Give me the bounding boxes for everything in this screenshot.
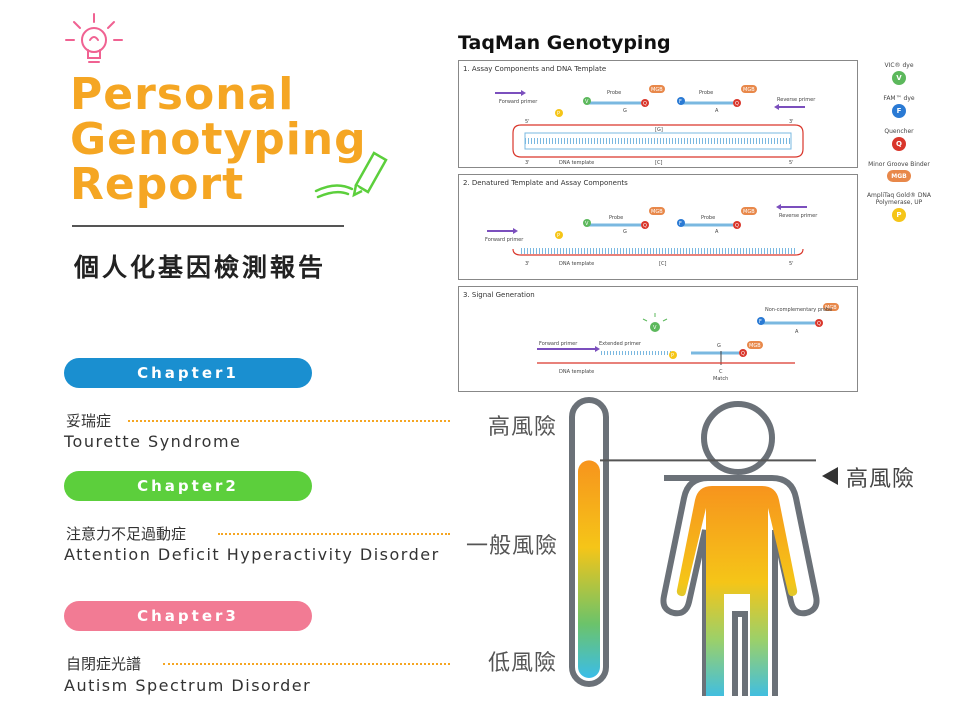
p1-fam-bead-label: F xyxy=(679,99,682,105)
chapter-3-leader xyxy=(163,663,450,665)
p1-forward-primer-label: Forward primer xyxy=(499,99,538,105)
p3-mgb-bead-label-2: MGB xyxy=(749,343,761,349)
diagram-legend: VIC® dye V FAM™ dye F Quencher Q Minor G… xyxy=(866,62,932,232)
p3-polymerase-bead-label: P xyxy=(671,353,674,359)
p1-five-prime-label-2: 5' xyxy=(789,160,794,166)
pencil-icon xyxy=(314,151,388,199)
risk-low-label: 低風險 xyxy=(488,651,558,676)
p1-quencher-bead-label-1: Q xyxy=(643,101,647,107)
p1-three-prime-label-2: 3' xyxy=(525,160,530,166)
chapter-3-name-en: Autism Spectrum Disorder xyxy=(64,676,312,695)
p1-probe-label-2: Probe xyxy=(699,90,713,96)
chapter-1-badge: Chapter1 xyxy=(64,358,312,388)
polymerase-icon: P xyxy=(892,208,906,222)
p2-vic-bead-label: V xyxy=(585,221,589,227)
fam-dye-icon: F xyxy=(892,104,906,118)
p2-quencher-bead-label-2: Q xyxy=(735,223,739,229)
p2-forward-primer-label: Forward primer xyxy=(485,237,524,243)
p3-dna-template-label: DNA template xyxy=(559,369,594,375)
p1-probe-label-1: Probe xyxy=(607,90,621,96)
panel-3-title: 3. Signal Generation xyxy=(463,291,535,299)
quencher-icon: Q xyxy=(892,137,906,151)
p3-quencher-bead-label-1: Q xyxy=(817,321,821,327)
p3-allele-c-label: C xyxy=(719,369,723,375)
person-icon xyxy=(660,401,820,696)
legend-fam-label: FAM™ dye xyxy=(883,95,915,102)
p3-match-label: Match xyxy=(713,376,728,382)
chapter-2-badge: Chapter2 xyxy=(64,471,312,501)
p2-five-prime-label: 5' xyxy=(789,261,794,267)
report-title-line-2: Genotyping xyxy=(70,114,367,165)
chapter-1-name-en: Tourette Syndrome xyxy=(64,432,242,451)
risk-indicator-arrow-icon xyxy=(822,467,838,485)
p3-quencher-bead-label-2: Q xyxy=(741,351,745,357)
p1-quencher-bead-label-2: Q xyxy=(735,101,739,107)
p1-mgb-bead-label-2: MGB xyxy=(743,87,755,93)
chapter-2-name-zh: 注意力不足過動症 xyxy=(66,525,187,543)
risk-indicator-label: 高風險 xyxy=(846,467,916,492)
p3-vic-bead-label: V xyxy=(653,325,657,331)
panel-1-title: 1. Assay Components and DNA Template xyxy=(463,65,607,73)
p1-three-prime-label-1: 3' xyxy=(789,119,794,125)
p2-fam-bead-label: F xyxy=(679,221,682,227)
chapter-2-leader xyxy=(218,533,450,535)
p3-noncomp-probe-label: Non-complementary probe xyxy=(765,307,832,313)
p2-mgb-bead-label-1: MGB xyxy=(651,209,663,215)
p2-bracket-c-label: [C] xyxy=(659,261,666,267)
p2-mgb-bead-label-2: MGB xyxy=(743,209,755,215)
vic-dye-icon: V xyxy=(892,71,906,85)
chapter-3-badge: Chapter3 xyxy=(64,601,312,631)
p1-vic-bead-label: V xyxy=(585,99,589,105)
panel-signal-generation: 3. Signal Generation F Q MGB Non-complem… xyxy=(458,286,858,392)
legend-vic-label: VIC® dye xyxy=(884,62,914,69)
risk-graphic xyxy=(569,397,820,696)
report-title-line-1: Personal xyxy=(70,69,295,120)
panel-denatured-template: 2. Denatured Template and Assay Componen… xyxy=(458,174,858,280)
p1-mgb-bead-label-1: MGB xyxy=(651,87,663,93)
p3-allele-a-label: A xyxy=(795,329,799,335)
p1-five-prime-label-1: 5' xyxy=(525,119,530,125)
risk-gauge-fill xyxy=(578,460,600,678)
p1-polymerase-bead-label: P xyxy=(557,111,560,117)
chapter-3-name-zh: 自閉症光譜 xyxy=(66,655,142,673)
mgb-icon: MGB xyxy=(887,170,911,182)
p1-bracket-c-label: [C] xyxy=(655,160,662,166)
p2-allele-g-label: G xyxy=(623,229,627,235)
p3-fam-bead-label: F xyxy=(759,319,762,325)
chapter-1-name-zh: 妥瑞症 xyxy=(66,412,112,430)
p2-quencher-bead-label-1: Q xyxy=(643,223,647,229)
lightbulb-icon xyxy=(65,13,123,63)
p1-dna-template-label: DNA template xyxy=(559,160,594,166)
p1-reverse-primer-label: Reverse primer xyxy=(777,97,816,103)
p1-allele-g-label: G xyxy=(623,108,627,114)
title-divider xyxy=(72,225,344,227)
p2-allele-a-label: A xyxy=(715,229,719,235)
legend-mgb-label: Minor Groove Binder xyxy=(868,161,930,168)
p1-bracket-g-label: [G] xyxy=(655,127,663,133)
chapter-1-leader xyxy=(128,420,450,422)
panel-2-title: 2. Denatured Template and Assay Componen… xyxy=(463,179,628,187)
p2-probe-label-1: Probe xyxy=(609,215,623,221)
p2-three-prime-label: 3' xyxy=(525,261,530,267)
diagram-title: TaqMan Genotyping xyxy=(458,32,671,54)
p2-polymerase-bead-label: P xyxy=(557,233,560,239)
p3-forward-primer-label: Forward primer xyxy=(539,341,578,347)
legend-polymerase-label: AmpliTaq Gold® DNA Polymerase, UP xyxy=(866,192,932,206)
risk-mid-label: 一般風險 xyxy=(466,534,559,559)
p3-extended-primer-label: Extended primer xyxy=(599,341,642,347)
panel-assay-components: 1. Assay Components and DNA Template For… xyxy=(458,60,858,168)
p2-reverse-primer-label: Reverse primer xyxy=(779,213,818,219)
p3-mgb-bead-label-1: MGB xyxy=(825,305,837,311)
p2-dna-template-label: DNA template xyxy=(559,261,594,267)
legend-quencher-label: Quencher xyxy=(884,128,914,135)
risk-high-label: 高風險 xyxy=(488,415,558,440)
report-title-line-3: Report xyxy=(70,159,245,210)
p3-allele-g-label: G xyxy=(717,343,721,349)
chapter-2-name-en: Attention Deficit Hyperactivity Disorder xyxy=(64,545,440,564)
p2-probe-label-2: Probe xyxy=(701,215,715,221)
p1-allele-a-label: A xyxy=(715,108,719,114)
report-subtitle: 個人化基因檢測報告 xyxy=(74,253,327,282)
